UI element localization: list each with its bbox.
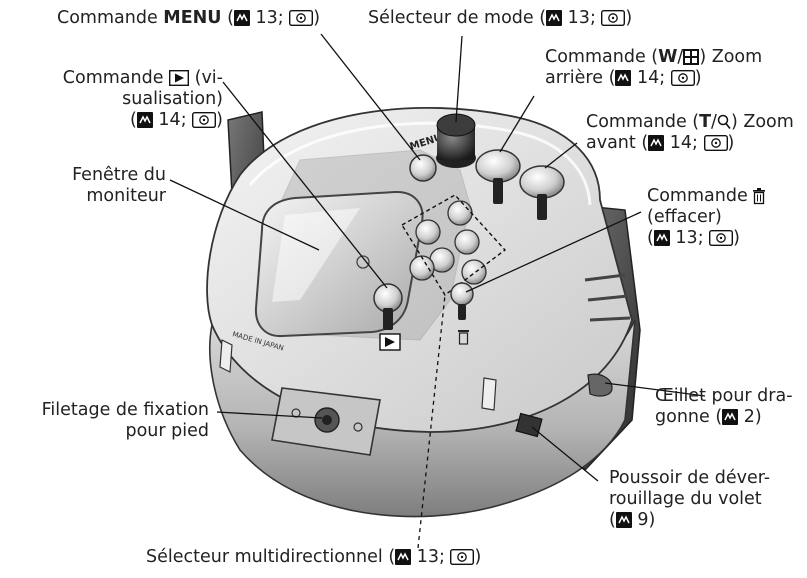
reference-book-icon [546,10,562,26]
reference-book-icon [722,409,738,425]
bottom-clip-left [220,340,232,372]
reference-book-icon [395,549,411,565]
cd-rom-manual-icon [601,10,625,26]
cd-rom-manual-icon [192,112,216,128]
mode-dial[interactable] [436,114,476,168]
zoom-out-thumbnail-icon [683,49,699,65]
reference-book-icon [616,512,632,528]
cd-rom-manual-icon [671,70,695,86]
bottom-clip-right [482,378,496,410]
label-delete-button: Commande (effacer) ( 13; ) [647,186,765,249]
label-monitor-window: Fenêtre du moniteur [72,165,166,207]
label-zoom-in: Commande (T/) Zoom avant ( 14; ) [586,112,794,154]
playback-button-icon [169,70,189,86]
reference-book-icon [615,70,631,86]
cd-rom-manual-icon [450,549,474,565]
label-latch-release: Poussoir de déver- rouillage du volet ( … [609,468,770,531]
label-multi-selector: Sélecteur multidirectionnel ( 13; ) [146,547,481,568]
cd-rom-manual-icon [704,135,728,151]
label-menu-button: Commande MENU ( 13; ) [57,8,320,29]
camera-housing: MADE IN JAPAN MENU [207,108,640,517]
label-zoom-out: Commande (W/) Zoom arrière ( 14; ) [545,47,762,89]
zoom-in-magnifier-icon [717,114,731,130]
label-tripod-socket: Filetage de fixation pour pied [42,400,209,442]
reference-book-icon [654,230,670,246]
label-playback-button: Commande (vi- sualisation) ( 14; ) [63,68,223,131]
reference-book-icon [234,10,250,26]
cd-rom-manual-icon [709,230,733,246]
trash-icon [753,188,765,204]
cd-rom-manual-icon [289,10,313,26]
label-strap-eyelet: Œillet pour dra- gonne ( 2) [655,386,793,428]
reference-book-icon [648,135,664,151]
reference-book-icon [137,112,153,128]
label-mode-selector: Sélecteur de mode ( 13; ) [368,8,632,29]
